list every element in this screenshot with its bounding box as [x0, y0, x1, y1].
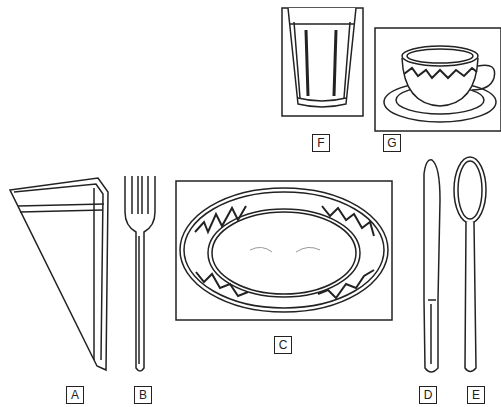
napkin: [10, 178, 108, 370]
callout-box: E: [467, 386, 485, 404]
fork: [125, 176, 155, 371]
knife: [424, 160, 440, 372]
callout-letter: C: [279, 339, 288, 351]
callout-letter: A: [71, 389, 79, 401]
callout-box: D: [419, 386, 437, 404]
callout-letter: D: [424, 389, 433, 401]
callout-box: B: [134, 386, 152, 404]
callout-letter: F: [317, 137, 324, 149]
water-glass: [282, 8, 363, 116]
callout-letter: B: [139, 389, 147, 401]
cup-and-saucer: [375, 28, 501, 131]
callout-box: F: [312, 134, 330, 152]
callout-letter: E: [472, 389, 480, 401]
callout-box: A: [66, 386, 84, 404]
callout-letter: G: [387, 137, 396, 149]
callout-box: G: [383, 134, 401, 152]
spoon: [454, 157, 486, 372]
callout-box: C: [274, 336, 292, 354]
plate: [176, 181, 392, 320]
